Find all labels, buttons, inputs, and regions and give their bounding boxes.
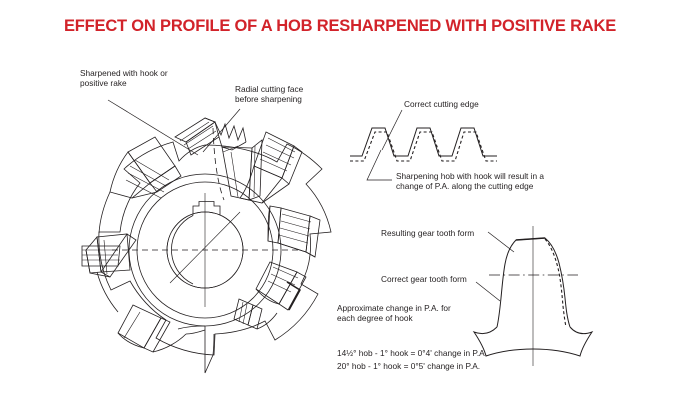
hob-blade-right [267, 205, 321, 258]
hob-blade-lower-left [117, 304, 187, 353]
page-title: EFFECT ON PROFILE OF A HOB RESHARPENED W… [63, 17, 617, 35]
label-approx-change-line1: Approximate change in P.A. for [337, 303, 451, 313]
hob-body-outline [98, 141, 332, 356]
label-sharpening-result-line2: change of P.A. along the cutting edge [396, 181, 534, 191]
label-correct-cutting-edge: Correct cutting edge [404, 99, 479, 109]
hob-leader-lines [107, 99, 241, 156]
label-resulting-gear-tooth-form: Resulting gear tooth form [381, 228, 475, 238]
hob-rake-face-detail [212, 127, 263, 201]
label-formula-20-degree-hob: 20° hob - 1° hook = 0°5' change in P.A. [337, 361, 481, 371]
hob-blade-left [81, 233, 137, 278]
hob-gullet-bottom [177, 325, 215, 374]
label-sharpened-with-hook-line1: Sharpened with hook or [80, 68, 168, 78]
label-radial-cutting-face-line1: Radial cutting face [235, 84, 304, 94]
hob-gullet-top [174, 117, 247, 156]
label-radial-cutting-face-line2: before sharpening [235, 94, 302, 104]
hob-blade-lower-right [255, 261, 307, 311]
hob-blade-upper-right [239, 131, 303, 204]
label-formula-14-half-degree-hob: 14½° hob - 1° hook = 0°4' change in P.A. [337, 348, 488, 358]
gear-tooth-figure [472, 226, 594, 366]
label-sharpening-result-line1: Sharpening hob with hook will result in … [396, 171, 545, 181]
hob-hub-circles [128, 173, 282, 327]
hob-bore-keyway [166, 201, 244, 289]
hob-tooth-lower [233, 298, 278, 330]
hob-blade-upper-left [109, 136, 182, 199]
hob-center-lines [112, 193, 298, 307]
label-sharpened-with-hook-line2: positive rake [80, 78, 127, 88]
hob-rim-arcs [96, 191, 271, 335]
rack-profile-figure [350, 109, 497, 181]
hob-cutter-figure [81, 117, 332, 374]
label-correct-gear-tooth-form: Correct gear tooth form [381, 274, 467, 284]
label-approx-change-line2: each degree of hook [337, 313, 413, 323]
